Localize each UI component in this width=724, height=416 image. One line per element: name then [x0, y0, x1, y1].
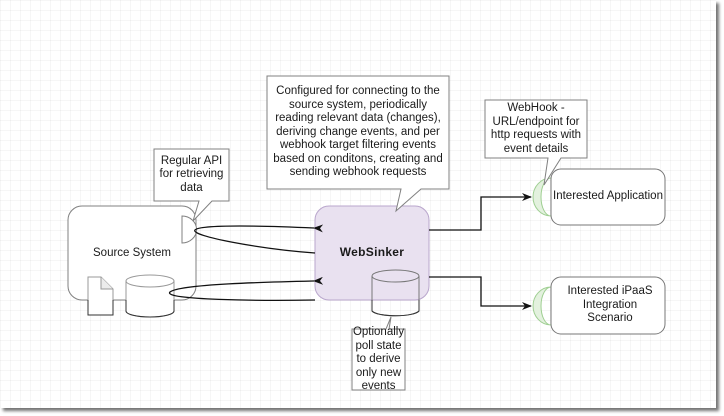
interested-ipaas-box[interactable]: [550, 276, 666, 335]
edge-websinker-to-application[interactable]: [429, 193, 532, 231]
interested-ipaas-label: Interested iPaaS Integration Scenario: [567, 285, 653, 325]
edge-database-to-websinker[interactable]: [169, 276, 324, 301]
callout-poll-state-shape: [351, 316, 406, 391]
callout-webhook-shape: [484, 99, 588, 186]
edge-websinker-to-ipaas[interactable]: [429, 276, 532, 310]
callout-websinker-description-shape: [266, 75, 450, 213]
edge-api-to-websinker[interactable]: [194, 224, 324, 254]
interested-application-box[interactable]: [550, 168, 666, 226]
websinker-label: WebSinker: [339, 245, 405, 260]
callout-websinker-description-text: Configured for connecting to the source …: [273, 85, 443, 179]
webhook-port-application[interactable]: [532, 177, 552, 217]
webhook-port-ipaas[interactable]: [532, 286, 552, 326]
callout-webhook-text: WebHook - URL/endpoint for http requests…: [490, 102, 582, 155]
document-icon: [87, 276, 114, 316]
source-api-port[interactable]: [181, 215, 197, 244]
callout-regular-api-text: Regular API for retrieving data: [159, 154, 224, 194]
websinker-state-database-icon: [371, 269, 420, 317]
callout-poll-state-text: Optionally poll state to derive only new…: [352, 326, 405, 393]
callout-regular-api-shape: [153, 148, 230, 222]
interested-application-label: Interested Application: [553, 190, 663, 203]
source-database-icon: [125, 274, 175, 318]
source-system-label: Source System: [93, 247, 171, 260]
